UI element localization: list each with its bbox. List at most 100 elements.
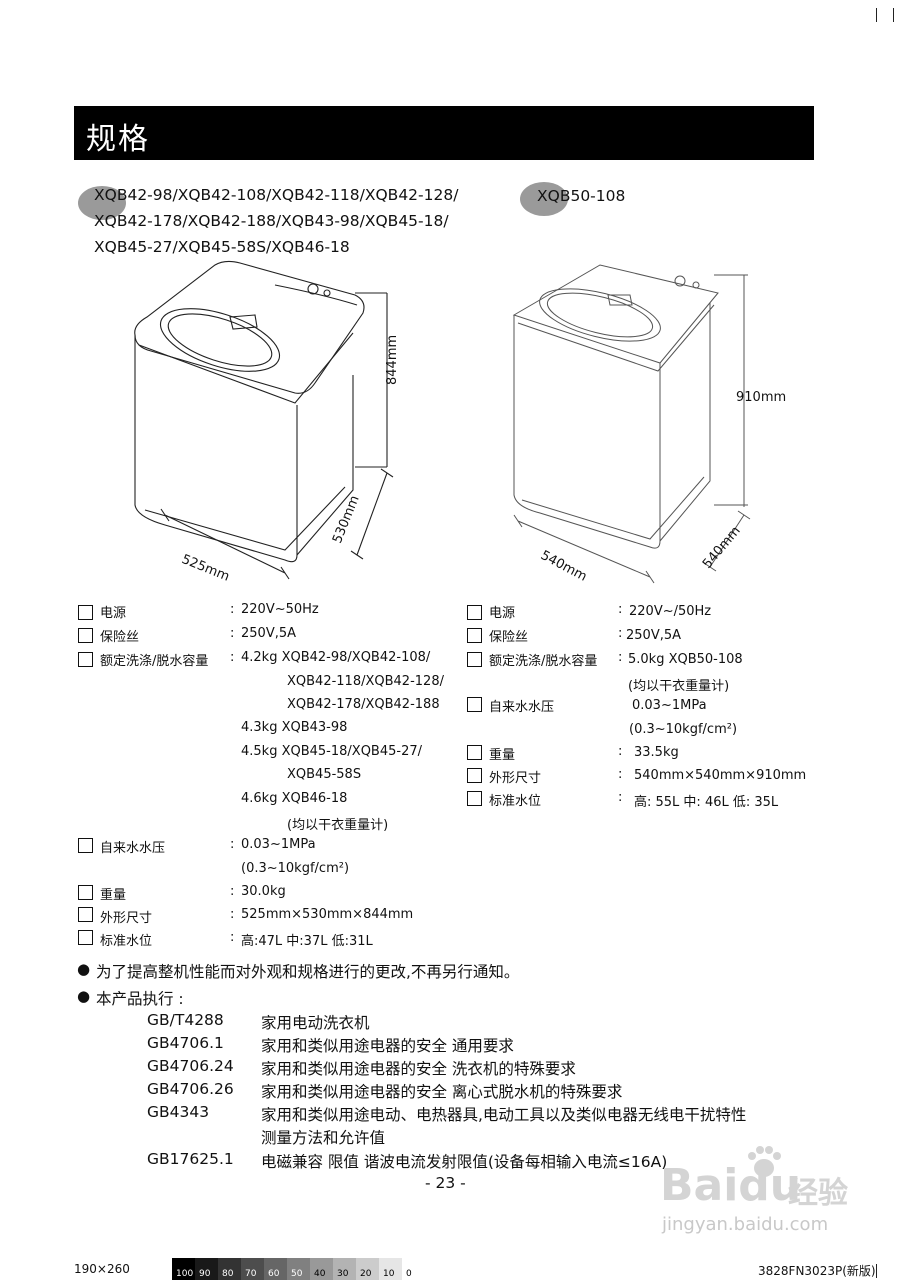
spec-colon: : xyxy=(618,626,623,641)
left-model-line: XQB42-178/XQB42-188/XQB43-98/XQB45-18/ xyxy=(94,212,449,230)
spec-colon: : xyxy=(230,930,235,945)
spec-label: 额定洗涤/脱水容量 xyxy=(489,654,598,669)
gray-scale-label: 90 xyxy=(199,1269,211,1279)
gray-scale-label: 20 xyxy=(360,1269,372,1279)
standard-desc: 家用和类似用途电器的安全 洗衣机的特殊要求 xyxy=(261,1060,576,1078)
standard-code: GB4706.24 xyxy=(147,1057,234,1075)
spec-value: (0.3~10kgf/cm²) xyxy=(629,722,738,737)
spec-checkbox xyxy=(78,907,93,922)
gray-scale-label: 70 xyxy=(245,1269,257,1279)
spec-value: (均以干衣重量计) xyxy=(628,679,730,694)
spec-checkbox xyxy=(467,791,482,806)
spec-checkbox xyxy=(78,605,93,620)
spec-label: 保险丝 xyxy=(489,630,529,645)
spec-colon: : xyxy=(230,837,235,852)
standard-desc: 家用电动洗衣机 xyxy=(261,1014,370,1032)
spec-label: 保险丝 xyxy=(100,630,140,645)
standard-desc: 家用和类似用途电器的安全 通用要求 xyxy=(261,1037,514,1055)
right-model-name: XQB50-108 xyxy=(537,187,626,205)
spec-checkbox xyxy=(78,930,93,945)
spec-label: 自来水水压 xyxy=(100,841,166,856)
spec-label: 外形尺寸 xyxy=(100,911,153,926)
crop-mark xyxy=(876,1264,877,1278)
spec-value: XQB42-178/XQB42-188 xyxy=(287,697,440,712)
spec-value: 4.6kg XQB46-18 xyxy=(241,791,348,806)
crop-mark xyxy=(893,8,894,22)
gray-scale-label: 10 xyxy=(383,1269,395,1279)
spec-colon: : xyxy=(230,602,235,617)
spec-checkbox xyxy=(467,628,482,643)
spec-checkbox xyxy=(467,768,482,783)
spec-checkbox xyxy=(78,838,93,853)
spec-colon: : xyxy=(618,744,623,759)
spec-colon: : xyxy=(618,790,623,805)
spec-value: XQB45-58S xyxy=(287,767,362,782)
spec-label: 电源 xyxy=(489,606,516,621)
gray-scale-label: 50 xyxy=(291,1269,303,1279)
gray-scale-label: 40 xyxy=(314,1269,326,1279)
spec-label: 电源 xyxy=(100,606,127,621)
spec-label: 重量 xyxy=(100,888,127,903)
spec-checkbox xyxy=(78,628,93,643)
gray-scale-cell: 70 xyxy=(241,1258,264,1280)
spec-label: 外形尺寸 xyxy=(489,771,542,786)
spec-colon: : xyxy=(618,767,623,782)
gray-scale-cell: 100 xyxy=(172,1258,195,1280)
standard-code: GB4706.1 xyxy=(147,1034,224,1052)
spec-value: (均以干衣重量计) xyxy=(287,818,389,833)
spec-label: 标准水位 xyxy=(489,794,542,809)
spec-checkbox xyxy=(467,697,482,712)
gray-scale-cell: 80 xyxy=(218,1258,241,1280)
gray-scale-cell: 50 xyxy=(287,1258,310,1280)
title-bar: 规格 xyxy=(74,106,814,160)
left-model-line: XQB42-98/XQB42-108/XQB42-118/XQB42-128/ xyxy=(94,186,459,204)
spec-value: 0.03~1MPa xyxy=(632,698,707,713)
standard-code: GB17625.1 xyxy=(147,1150,234,1168)
bullet-icon: ● xyxy=(77,987,91,1005)
standard-desc: 家用和类似用途电器的安全 离心式脱水机的特殊要求 xyxy=(261,1083,623,1101)
spec-value: 250V,5A xyxy=(241,626,297,641)
washer-illustration-left xyxy=(134,260,394,580)
spec-colon: : xyxy=(618,602,623,617)
spec-colon: : xyxy=(230,907,235,922)
spec-colon: : xyxy=(230,626,235,641)
watermark-brand: Baidu xyxy=(660,1160,802,1211)
spec-checkbox xyxy=(467,652,482,667)
standard-code: GB4706.26 xyxy=(147,1080,234,1098)
spec-value: 220V~/50Hz xyxy=(629,604,712,619)
crop-mark xyxy=(876,8,877,22)
bullet-icon: ● xyxy=(77,960,91,978)
spec-value: 0.03~1MPa xyxy=(241,837,316,852)
spec-colon: : xyxy=(230,650,235,665)
spec-value: 4.3kg XQB43-98 xyxy=(241,720,348,735)
spec-value: 30.0kg xyxy=(241,884,286,899)
left-model-list: XQB42-98/XQB42-108/XQB42-118/XQB42-128/ … xyxy=(94,182,458,260)
gray-scale-label: 0 xyxy=(406,1269,412,1279)
paw-icon xyxy=(748,1146,781,1177)
right-height-dim: 910mm xyxy=(736,390,787,405)
standard-desc: 家用和类似用途电动、电热器具,电动工具以及类似电器无线电干扰特性 xyxy=(261,1106,747,1124)
spec-value: 高: 55L 中: 46L 低: 35L xyxy=(634,795,779,810)
spec-value: 250V,5A xyxy=(626,628,682,643)
spec-value: 525mm×530mm×844mm xyxy=(241,907,414,922)
spec-label: 重量 xyxy=(489,748,516,763)
spec-value: XQB42-118/XQB42-128/ xyxy=(287,674,444,689)
standard-desc: 电磁兼容 限值 谐波电流发射限值(设备每相输入电流≤16A) xyxy=(261,1153,668,1171)
spec-checkbox xyxy=(467,745,482,760)
left-height-dim: 844mm xyxy=(385,334,400,385)
washer-illustration-right xyxy=(512,264,751,584)
standard-desc: 测量方法和允许值 xyxy=(261,1129,386,1147)
spec-label: 标准水位 xyxy=(100,934,153,949)
spec-value: 5.0kg XQB50-108 xyxy=(628,652,743,667)
gray-scale-cell: 10 xyxy=(379,1258,402,1280)
gray-scale-label: 30 xyxy=(337,1269,349,1279)
spec-checkbox xyxy=(78,885,93,900)
gray-scale-cell: 90 xyxy=(195,1258,218,1280)
spec-label: 额定洗涤/脱水容量 xyxy=(100,654,209,669)
gray-scale-cell: 60 xyxy=(264,1258,287,1280)
spec-value: 220V~50Hz xyxy=(241,602,319,617)
spec-checkbox xyxy=(467,605,482,620)
gray-scale-cell: 0 xyxy=(402,1258,425,1280)
spec-value: 4.5kg XQB45-18/XQB45-27/ xyxy=(241,744,423,759)
footer-size: 190×260 xyxy=(74,1262,130,1276)
